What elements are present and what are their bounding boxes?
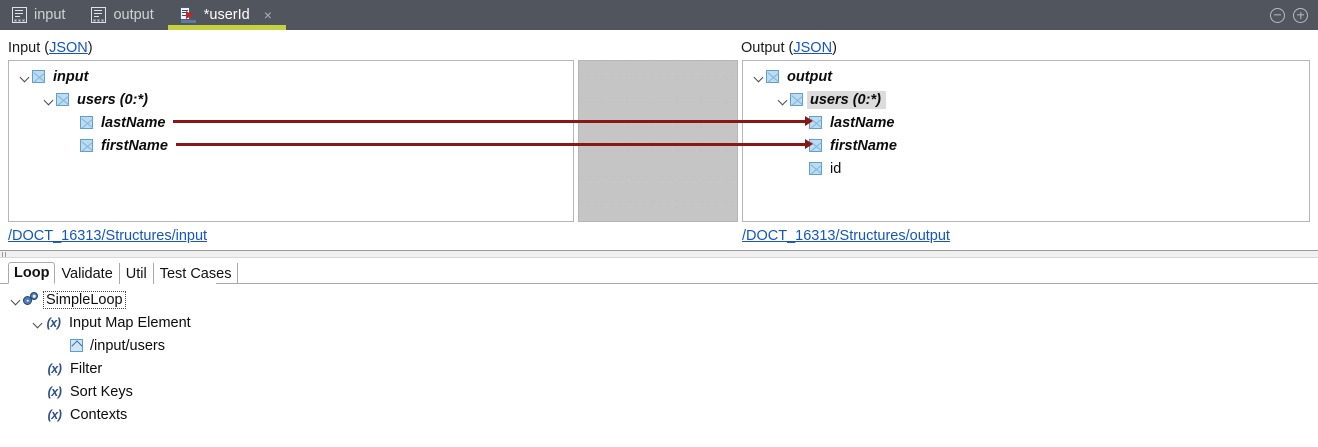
tree-indent-spacer [65, 138, 80, 153]
tree-row[interactable]: firstName [809, 134, 897, 157]
bottom-tree-row-input-users[interactable]: /input/users [70, 334, 165, 357]
tree-row[interactable]: lastName [65, 111, 165, 134]
mapping-line[interactable] [176, 143, 807, 146]
bottom-tab-bar: Loop Validate Util Test Cases [8, 262, 239, 284]
tree-node-label: output [787, 68, 833, 85]
node-element-icon [32, 70, 45, 83]
variable-icon: (x) [47, 361, 62, 376]
node-element-icon [80, 139, 93, 152]
input-structure-tree[interactable]: input users (0:*) lastName firstName [8, 60, 574, 222]
active-tab-indicator [167, 25, 286, 30]
tab-test-cases-label: Test Cases [159, 265, 232, 282]
tree-row[interactable]: users (0:*) [775, 88, 886, 111]
output-structure-path-link[interactable]: /DOCT_16313/Structures/output [742, 228, 950, 244]
node-element-icon [809, 162, 822, 175]
output-panel-label: Output (JSON) [741, 40, 837, 56]
tree-row[interactable]: input [17, 65, 88, 88]
bottom-tree-row-simpleloop[interactable]: SimpleLoop [8, 288, 126, 311]
chevron-down-icon[interactable] [17, 69, 32, 84]
tree-node-label: input [53, 68, 89, 85]
input-json-link[interactable]: JSON [49, 40, 88, 56]
variable-icon: (x) [46, 315, 61, 330]
tab-validate-label: Validate [61, 265, 113, 282]
tree-node-label: users (0:*) [77, 91, 148, 108]
table-document-icon [91, 7, 107, 23]
tab-util-label: Util [125, 265, 147, 282]
output-label-prefix: Output ( [741, 40, 794, 56]
node-element-icon [56, 93, 69, 106]
chevron-down-icon[interactable] [8, 292, 23, 307]
bottom-tree-label: /input/users [90, 337, 165, 354]
output-label-suffix: ) [832, 40, 837, 56]
chevron-down-icon[interactable] [30, 315, 45, 330]
chevron-down-icon[interactable] [41, 92, 56, 107]
tab-loop[interactable]: Loop [8, 262, 56, 284]
output-json-link[interactable]: JSON [793, 40, 833, 56]
bottom-tree-row-contexts[interactable]: (x) Contexts [46, 403, 128, 426]
bottom-tree-row-input-map-element[interactable]: (x) Input Map Element [30, 311, 191, 334]
chevron-down-icon[interactable] [751, 69, 766, 84]
tab-input[interactable]: input [0, 0, 79, 30]
close-icon[interactable]: × [263, 7, 272, 23]
tab-test-cases[interactable]: Test Cases [154, 263, 239, 284]
table-document-icon [12, 7, 27, 23]
splitter-grip [2, 252, 6, 257]
variable-icon: (x) [47, 384, 62, 399]
tab-loop-label: Loop [14, 265, 50, 281]
bottom-tree-row-sort-keys[interactable]: (x) Sort Keys [46, 380, 133, 403]
bottom-tree-label: SimpleLoop [43, 290, 126, 309]
variable-icon: (x) [47, 407, 62, 422]
tab-input-label: input [34, 7, 66, 23]
panel-splitter[interactable] [0, 250, 1318, 258]
tab-userid[interactable]: *userId × [167, 0, 286, 30]
tree-row[interactable]: output [751, 65, 832, 88]
bottom-tree-label: Filter [70, 360, 103, 377]
bottom-tree-label: Input Map Element [69, 314, 191, 331]
minimize-button[interactable] [1270, 7, 1285, 23]
bottom-tree-label: Contexts [70, 406, 128, 423]
mapping-editor: Input (JSON) Output (JSON) input users (… [0, 30, 1318, 447]
tree-node-label: firstName [101, 137, 168, 154]
tree-node-label: id [830, 160, 842, 177]
tab-validate[interactable]: Validate [55, 263, 120, 284]
node-element-icon [80, 116, 93, 129]
tree-node-label: lastName [101, 114, 166, 131]
tab-userid-label: *userId [203, 7, 250, 23]
tree-node-label: lastName [830, 114, 895, 131]
output-structure-tree[interactable]: output users (0:*) lastName firstName id [742, 60, 1310, 222]
tab-output-label: output [113, 7, 154, 23]
bottom-tree-label: Sort Keys [70, 383, 133, 400]
input-structure-path-link[interactable]: /DOCT_16313/Structures/input [8, 228, 208, 244]
tree-row[interactable]: users (0:*) [41, 88, 148, 111]
node-element-icon [790, 93, 803, 106]
window-controls [1270, 0, 1318, 30]
tab-strip-rule [216, 283, 1318, 284]
mapping-arrow-icon [805, 116, 813, 126]
tab-util[interactable]: Util [120, 263, 154, 284]
mapping-line[interactable] [173, 120, 807, 123]
tree-node-label: firstName [830, 137, 897, 154]
bottom-tree-row-filter[interactable]: (x) Filter [46, 357, 103, 380]
tab-output[interactable]: output [79, 0, 167, 30]
mapping-arrow-icon [805, 139, 813, 149]
tree-indent-spacer [65, 115, 80, 130]
input-label-prefix: Input ( [8, 40, 50, 56]
mapping-canvas[interactable] [578, 60, 738, 222]
input-label-suffix: ) [87, 40, 93, 56]
input-panel-label: Input (JSON) [8, 40, 93, 56]
leaf-path-icon [70, 339, 83, 352]
tab-strip-rule [0, 283, 8, 284]
tree-node-label: users (0:*) [807, 90, 886, 109]
editor-tab-bar: input output *userId × [0, 0, 1318, 30]
chevron-down-icon[interactable] [775, 92, 790, 107]
tree-row[interactable]: firstName [65, 134, 168, 157]
node-element-icon [766, 70, 779, 83]
tree-row[interactable]: lastName [809, 111, 894, 134]
maximize-button[interactable] [1293, 7, 1308, 23]
tree-row[interactable]: id [809, 157, 841, 180]
mapping-transform-icon [179, 7, 197, 23]
gears-icon [23, 292, 39, 307]
